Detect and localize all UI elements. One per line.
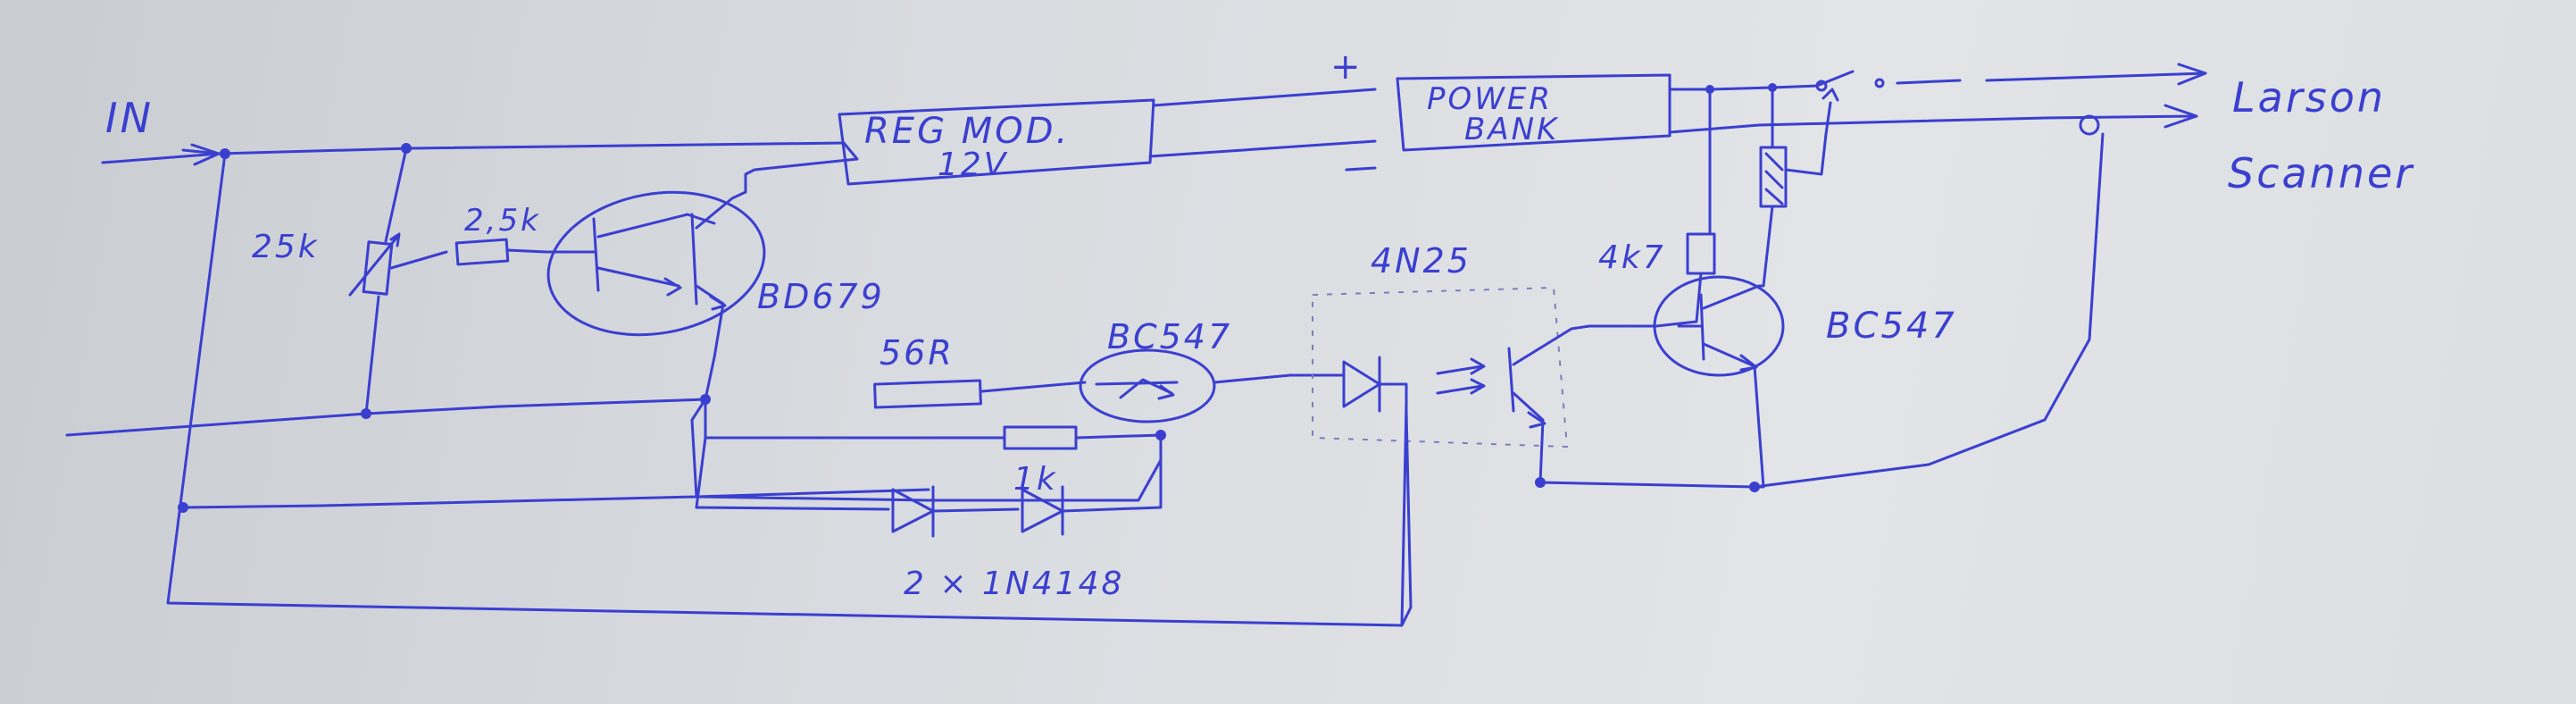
relay [1757,86,1839,288]
power-bank-label-1: POWER [1427,81,1553,117]
input-wires [65,141,1408,627]
minus-sign [1345,166,1377,172]
input-label: IN [105,94,154,142]
output-wires [1757,104,2198,136]
power-bank [1396,73,1819,152]
output-label-1: Larson [2232,73,2386,122]
base-resistor-label: 2,5k [464,203,541,239]
base-resistor [454,238,548,266]
regulator-label-1: REG MOD. [864,111,1070,152]
regulator-module [838,88,1377,186]
plus-sign-label: + [1330,46,1363,88]
pot-value-label: 25k [252,229,320,265]
bias-resistor-label: 1k [1013,461,1058,498]
collector-resistor-label: 4k7 [1598,239,1666,276]
power-bank-label-2: BANK [1464,112,1559,147]
output-label-2: Scanner [2228,149,2414,197]
sense-resistor-label: 56R [880,333,955,373]
potentiometer-25k [348,147,448,415]
ground-return [1538,132,2105,489]
diode-pair [695,436,1163,538]
darlington-transistor [545,141,859,401]
optocoupler [1312,286,1591,627]
driver-transistor [1653,275,1785,489]
sense-transistor-label: BC547 [1107,317,1232,356]
relay-switch [1815,63,2207,92]
darlington-label: BD679 [757,277,885,316]
diode-label: 2 × 1N4148 [904,566,1124,602]
driver-transistor-label: BC547 [1826,306,1957,347]
collector-resistor [1588,88,1716,328]
sense-resistor [873,379,1087,409]
regulator-label-2: 12V [938,147,1008,183]
optocoupler-label: 4N25 [1371,241,1471,281]
